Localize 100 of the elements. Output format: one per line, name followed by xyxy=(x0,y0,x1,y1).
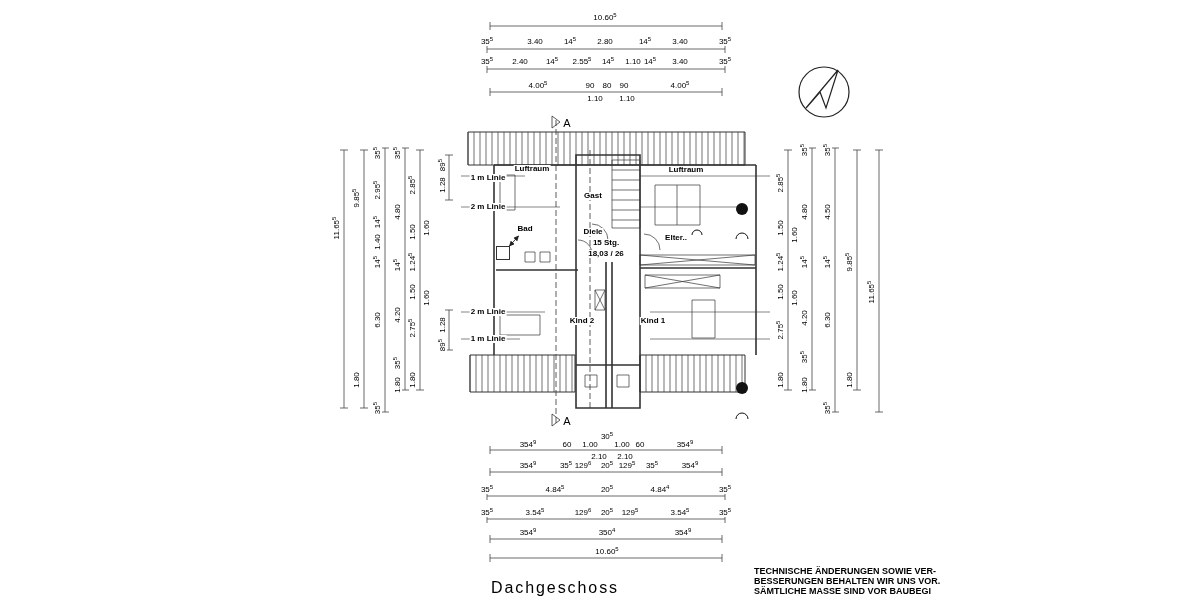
dimension-label: 20$^{5}$ xyxy=(599,486,615,494)
dimension-label: 4.20 xyxy=(801,309,809,327)
dimension-label: 20$^{5}$ xyxy=(599,509,615,517)
dimension-label: 3.54$^{5}$ xyxy=(524,509,546,517)
room-label: Diele xyxy=(582,228,604,236)
dimension-label: 1.50 xyxy=(409,283,417,301)
dimension-label: 35$^{5}$ xyxy=(479,38,495,46)
dimension-label: 354$^{9}$ xyxy=(518,441,538,449)
dimension-label: 14$^{5}$ xyxy=(544,58,560,66)
dimension-label: 1.80 xyxy=(801,376,809,394)
dimension-label: 354$^{9}$ xyxy=(680,462,700,470)
dimension-label: 354$^{9}$ xyxy=(518,462,538,470)
dimension-label: 1.50 xyxy=(777,283,785,301)
room-label: Elter.. xyxy=(664,234,688,242)
dimension-label: 350$^{4}$ xyxy=(597,529,617,537)
dimension-label: 354$^{9}$ xyxy=(673,529,693,537)
dimension-label: 4.20 xyxy=(394,306,402,324)
dimension-label: 1.10 xyxy=(624,58,642,66)
height-line-label: 2 m Linie xyxy=(469,308,507,316)
dimension-label: 35$^{5}$ xyxy=(717,509,733,517)
dimension-label: 35$^{5}$ xyxy=(644,462,660,470)
dimension-label: 2.80 xyxy=(596,38,614,46)
dimension-label: 4.84$^{5}$ xyxy=(544,486,566,494)
dimension-label: 129$^{5}$ xyxy=(617,462,637,470)
dimension-label: 30$^{5}$ xyxy=(599,433,615,441)
dimension-label: 1.80 xyxy=(394,376,402,394)
dimension-label: 4.84$^{4}$ xyxy=(649,486,671,494)
plan-title: Dachgeschoss xyxy=(491,578,619,598)
dimension-label: 90 xyxy=(584,82,596,90)
dimension-label: 3.40 xyxy=(671,38,689,46)
dimension-label: 1.80 xyxy=(846,371,854,389)
arrow xyxy=(508,235,520,247)
dimension-label: 4.50 xyxy=(824,203,832,221)
dimension-label: 354$^{9}$ xyxy=(518,529,538,537)
height-line-label: 2 m Linie xyxy=(469,203,507,211)
dimension-label: 35$^{5}$ xyxy=(717,486,733,494)
room-label: Luftraum xyxy=(513,165,551,173)
section-mark: A xyxy=(562,415,572,427)
dimension-label: 60 xyxy=(634,441,646,449)
dimension-label: 35$^{5}$ xyxy=(717,58,733,66)
dimension-label: 80 xyxy=(601,82,613,90)
dimension-label: 3.40 xyxy=(671,58,689,66)
height-line-label: 1 m Linie xyxy=(469,174,507,182)
dimension-label: 35$^{5}$ xyxy=(558,462,574,470)
dimension-label: 1.80 xyxy=(353,371,361,389)
room-label: Bad xyxy=(514,222,536,236)
dimension-label: 2.40 xyxy=(511,58,529,66)
dimension-label: 14$^{5}$ xyxy=(562,38,578,46)
dimension-label: 1.80 xyxy=(409,371,417,389)
dimension-label: 6.30 xyxy=(374,311,382,329)
dimension-label: 3.54$^{5}$ xyxy=(669,509,691,517)
dimension-label: 35$^{5}$ xyxy=(717,38,733,46)
section-mark: A xyxy=(562,117,572,129)
dimension-label: 129$^{6}$ xyxy=(573,509,593,517)
dimension-label: 4.00$^{5}$ xyxy=(527,82,549,90)
room-label: Luftraum xyxy=(667,166,705,174)
dimension-label: 14$^{5}$ xyxy=(637,38,653,46)
dimension-label: 1.60 xyxy=(423,219,431,237)
dimension-label: 1.28 xyxy=(439,316,447,334)
dimension-label: 1.28 xyxy=(439,176,447,194)
dimension-label: 2.55$^{5}$ xyxy=(571,58,593,66)
dimension-label: 6.30 xyxy=(824,311,832,329)
dimension-label: 60 xyxy=(561,441,573,449)
dimension-label: 1.50 xyxy=(409,223,417,241)
room-label: Kind 1 xyxy=(639,317,667,325)
dimension-label: 35$^{5}$ xyxy=(479,486,495,494)
dimension-label: 2.10 xyxy=(590,453,608,461)
shower-tray xyxy=(496,246,510,260)
room-label: Gast xyxy=(583,192,603,200)
dimension-label: 1.50 xyxy=(777,219,785,237)
dimension-label: 129$^{6}$ xyxy=(573,462,593,470)
dimension-label: 90 xyxy=(618,82,630,90)
dimension-label: 35$^{5}$ xyxy=(479,58,495,66)
dimension-label: 1.00 xyxy=(581,441,599,449)
dimension-label: 4.80 xyxy=(801,203,809,221)
disclaimer-note: TECHNISCHE ÄNDERUNGEN SOWIE VER- BESSERUNGEN BEHALTEN WIR UNS VOR. SÄMTLICHE MASSE SIND VOR BAUBEGI xyxy=(754,567,942,597)
dimension-label: 1.60 xyxy=(791,289,799,307)
room-label: Kind 2 xyxy=(568,317,596,325)
dimension-label: 1.00 xyxy=(613,441,631,449)
dimension-label: 10.60$^{5}$ xyxy=(594,548,620,556)
dimension-label: 1.40 xyxy=(374,233,382,251)
room-label: 15 Stg. xyxy=(591,239,621,247)
dimension-label: 4.00$^{5}$ xyxy=(669,82,691,90)
dimension-label: 4.80 xyxy=(394,203,402,221)
dimension-label: 1.80 xyxy=(777,371,785,389)
dimension-label: 1.10 xyxy=(586,95,604,103)
dimension-label: 354$^{9}$ xyxy=(675,441,695,449)
dimension-label: 14$^{5}$ xyxy=(600,58,616,66)
height-line-label: 1 m Linie xyxy=(469,335,507,343)
room-label: 18,03 / 26 xyxy=(587,250,625,258)
dimension-label: 20$^{5}$ xyxy=(599,462,615,470)
dimension-label: 35$^{5}$ xyxy=(479,509,495,517)
dimension-label: 2.10 xyxy=(616,453,634,461)
dimension-label: 129$^{5}$ xyxy=(620,509,640,517)
dimension-label: 10.60$^{5}$ xyxy=(592,14,618,22)
dimension-label: 1.60 xyxy=(423,289,431,307)
dimension-label: 3.40 xyxy=(526,38,544,46)
dimension-label: 1.10 xyxy=(618,95,636,103)
dimension-label: 1.60 xyxy=(791,226,799,244)
dimension-label: 14$^{5}$ xyxy=(642,58,658,66)
